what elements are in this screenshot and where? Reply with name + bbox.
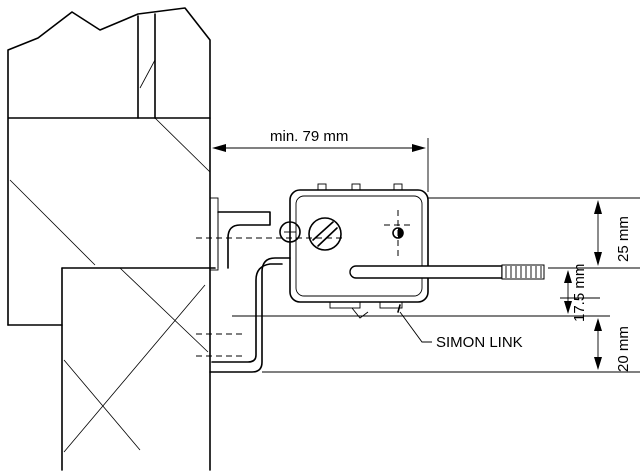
fastener-right bbox=[392, 227, 404, 239]
device-box bbox=[289, 183, 429, 319]
fastener-left bbox=[279, 221, 301, 243]
wall-block-upper bbox=[7, 7, 211, 471]
dimension-height-top-label: 25 mm bbox=[615, 216, 632, 262]
dimension-height-mid: 17.5 mm bbox=[564, 264, 588, 322]
cable bbox=[349, 264, 545, 280]
dimension-height-mid-label: 17.5 mm bbox=[571, 264, 588, 322]
dimension-height-bottom: 20 mm bbox=[594, 318, 632, 372]
bracket bbox=[209, 257, 291, 373]
callout-simon-link: SIMON LINK bbox=[399, 311, 523, 351]
callout-label: SIMON LINK bbox=[436, 334, 523, 351]
screw bbox=[308, 217, 342, 251]
mounting-plate bbox=[209, 197, 271, 271]
dimension-width-label: min. 79 mm bbox=[270, 128, 348, 145]
dimension-height-top: 25 mm bbox=[594, 200, 632, 266]
dimension-height-bottom-label: 20 mm bbox=[615, 326, 632, 372]
dimension-width: min. 79 mm bbox=[209, 128, 429, 200]
wall-block-lower bbox=[61, 267, 216, 471]
dimension-extensions bbox=[232, 197, 640, 373]
